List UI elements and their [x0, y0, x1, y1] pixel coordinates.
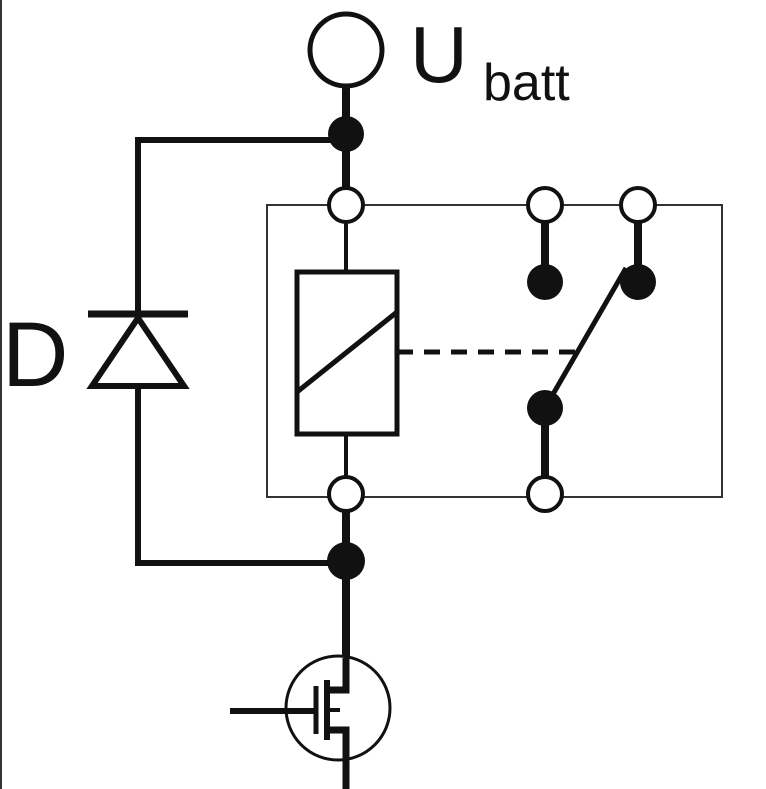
diode-label: D [2, 304, 68, 406]
supply-label: U [410, 10, 468, 99]
terminal-coil-top [327, 186, 365, 224]
terminal-coil-bottom [327, 475, 365, 513]
terminal-nc [526, 186, 564, 224]
junction-bottom [327, 542, 365, 580]
relay-housing [266, 204, 723, 498]
relay-coil-diagonal [295, 310, 399, 394]
mosfet-drain [327, 658, 350, 694]
supply-terminal [307, 11, 385, 89]
contact-no-point [620, 264, 656, 300]
contact-common-point [527, 390, 563, 426]
mosfet-source [327, 726, 350, 789]
contact-nc-point [527, 264, 563, 300]
switch-blade [542, 266, 629, 410]
terminal-common [526, 475, 564, 513]
junction-top [328, 116, 364, 152]
terminal-no [619, 186, 657, 224]
diode-triangle [86, 312, 190, 389]
supply-label-subscript: batt [483, 54, 570, 112]
